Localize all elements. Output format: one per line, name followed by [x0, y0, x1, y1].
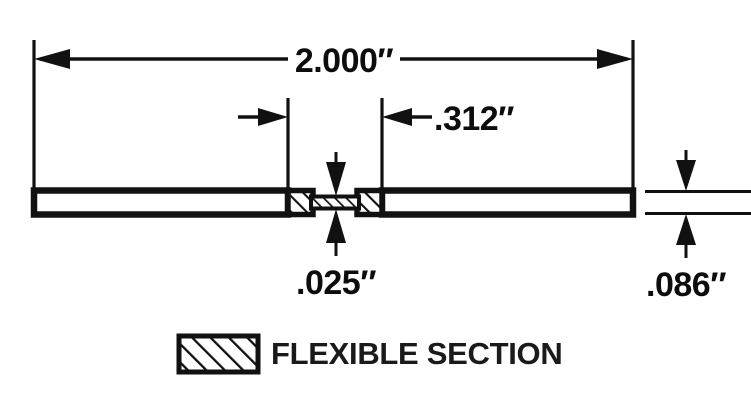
legend: FLEXIBLE SECTION: [176, 333, 563, 375]
flex-thickness-dimension: .025″: [296, 152, 377, 302]
bar-left-body: [30, 187, 292, 218]
arrowhead-flex-thickness-top: [326, 162, 346, 196]
arrowhead-flex-left: [258, 108, 288, 126]
flex-span-dimension: .312″: [238, 100, 515, 138]
bar-part: [30, 187, 637, 218]
arrowhead-bar-thickness-bottom: [676, 214, 696, 245]
flex-thickness-label: .025″: [296, 264, 376, 302]
bar-right-body: [378, 187, 637, 218]
legend-label: FLEXIBLE SECTION: [271, 336, 562, 371]
overall-length-dimension: 2.000″: [34, 42, 633, 80]
bar-thickness-label: .086″: [646, 266, 726, 304]
bar-thickness-dimension: .086″: [645, 150, 751, 304]
arrowhead-right-overall: [597, 49, 633, 69]
arrowhead-flex-right: [382, 108, 412, 126]
hatched-swatch-icon: [176, 333, 261, 375]
flex-span-label: .312″: [434, 100, 514, 138]
flexible-web-thin-section: [309, 194, 361, 211]
extension-lines: [32, 40, 635, 190]
arrowhead-left-overall: [34, 49, 70, 69]
arrowhead-bar-thickness-top: [676, 160, 696, 191]
arrowhead-flex-thickness-bottom: [326, 209, 346, 243]
overall-length-label: 2.000″: [295, 42, 394, 80]
